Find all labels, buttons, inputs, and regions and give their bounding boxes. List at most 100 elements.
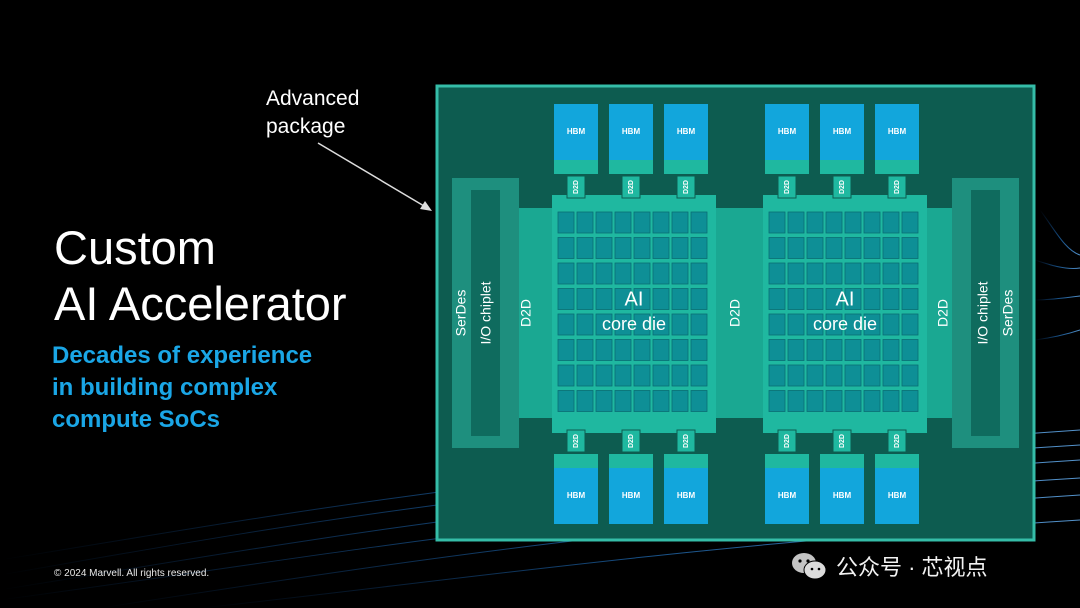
hbm-label: HBM [622,127,641,136]
compute-core-tile [768,211,786,234]
subtitle-line-3: compute SoCs [52,406,221,433]
hbm-label: HBM [622,491,641,500]
compute-core-tile [825,237,843,259]
compute-core-tile [768,237,786,259]
title-line-2: AI Accelerator [54,277,347,330]
compute-core-tile [633,237,651,259]
compute-core-tile [557,211,575,234]
compute-core-tile [690,211,708,234]
compute-core-tile [576,288,594,310]
d2d-chiplet-label: D2D [683,180,690,194]
compute-core-tile [844,237,862,259]
compute-core-tile [652,313,670,336]
compute-core-tile [844,211,862,234]
compute-core-tile [844,390,862,412]
compute-core-tile [652,339,670,361]
d2d-label: D2D [518,299,534,327]
compute-core-tile [671,211,689,234]
d2d-chiplet [777,429,797,453]
compute-core-tile [595,262,613,285]
hbm-stack [765,104,809,160]
hbm-stack [664,104,708,160]
core-die-label-line-2: core die [813,314,877,334]
compute-core-tile [787,262,805,285]
watermark-text: 公众号 · 芯视点 [836,555,988,580]
d2d-chiplet-label: D2D [839,180,846,194]
serdes-label: SerDes [453,290,469,337]
hbm-label: HBM [833,491,852,500]
compute-core-tile [557,313,575,336]
core-die-label-line-2: core die [602,314,666,334]
center-d2d-label: D2D [727,299,743,327]
compute-core-tile [863,390,881,412]
compute-core-tile [882,288,900,310]
compute-core-tile [671,364,689,387]
core-die-label-line-1: AI [836,288,855,310]
compute-core-tile [863,288,881,310]
compute-core-tile [901,262,919,285]
compute-core-tile [882,237,900,259]
hbm-stack [609,104,653,160]
compute-core-tile [806,262,824,285]
compute-core-tile [614,313,632,336]
compute-core-tile [690,288,708,310]
d2d-chiplet [621,429,641,453]
compute-core-tile [671,262,689,285]
compute-core-tile [576,237,594,259]
compute-core-tile [652,390,670,412]
subtitle-line-1: Decades of experience [52,342,313,369]
hbm-phy [664,160,708,174]
compute-core-tile [863,237,881,259]
d2d-chiplet-label: D2D [628,180,635,194]
compute-core-tile [806,364,824,387]
d2d-chiplet [887,175,907,199]
compute-core-tile [557,288,575,310]
compute-core-tile [576,313,594,336]
hbm-label: HBM [677,491,696,500]
title-line-1: Custom [54,221,216,274]
hbm-phy [875,160,919,174]
compute-core-tile [652,262,670,285]
hbm-phy [554,454,598,468]
compute-core-tile [671,313,689,336]
hbm-stack [664,468,708,524]
compute-core-tile [863,313,881,336]
compute-core-tile [901,339,919,361]
d2d-chiplet [566,429,586,453]
compute-core-tile [557,262,575,285]
compute-core-tile [768,288,786,310]
compute-core-tile [576,211,594,234]
compute-core-tile [901,237,919,259]
compute-core-tile [882,339,900,361]
compute-core-tile [825,390,843,412]
compute-core-tile [576,390,594,412]
subtitle-line-2: in building complex [52,374,278,401]
compute-core-tile [863,339,881,361]
slide-title: Custom AI Accelerator [54,220,347,332]
compute-core-tile [844,339,862,361]
hbm-label: HBM [567,127,586,136]
compute-core-tile [825,313,843,336]
io-chiplet-band [471,190,500,436]
d2d-chiplet-label: D2D [573,180,580,194]
center-d2d-band [716,208,763,418]
compute-core-tile [806,390,824,412]
compute-core-tile [690,339,708,361]
compute-core-tile [768,313,786,336]
compute-core-tile [633,390,651,412]
compute-core-tile [787,288,805,310]
serdes-label: SerDes [1000,290,1016,337]
compute-core-tile [595,211,613,234]
compute-core-tile [844,313,862,336]
compute-core-tile [633,313,651,336]
compute-core-tile [557,390,575,412]
compute-core-tile [768,339,786,361]
hbm-phy [609,160,653,174]
hbm-stack [609,468,653,524]
d2d-chiplet-label: D2D [839,434,846,448]
d2d-chiplet-label: D2D [784,434,791,448]
compute-core-tile [690,237,708,259]
compute-core-tile [882,390,900,412]
compute-core-tile [652,211,670,234]
